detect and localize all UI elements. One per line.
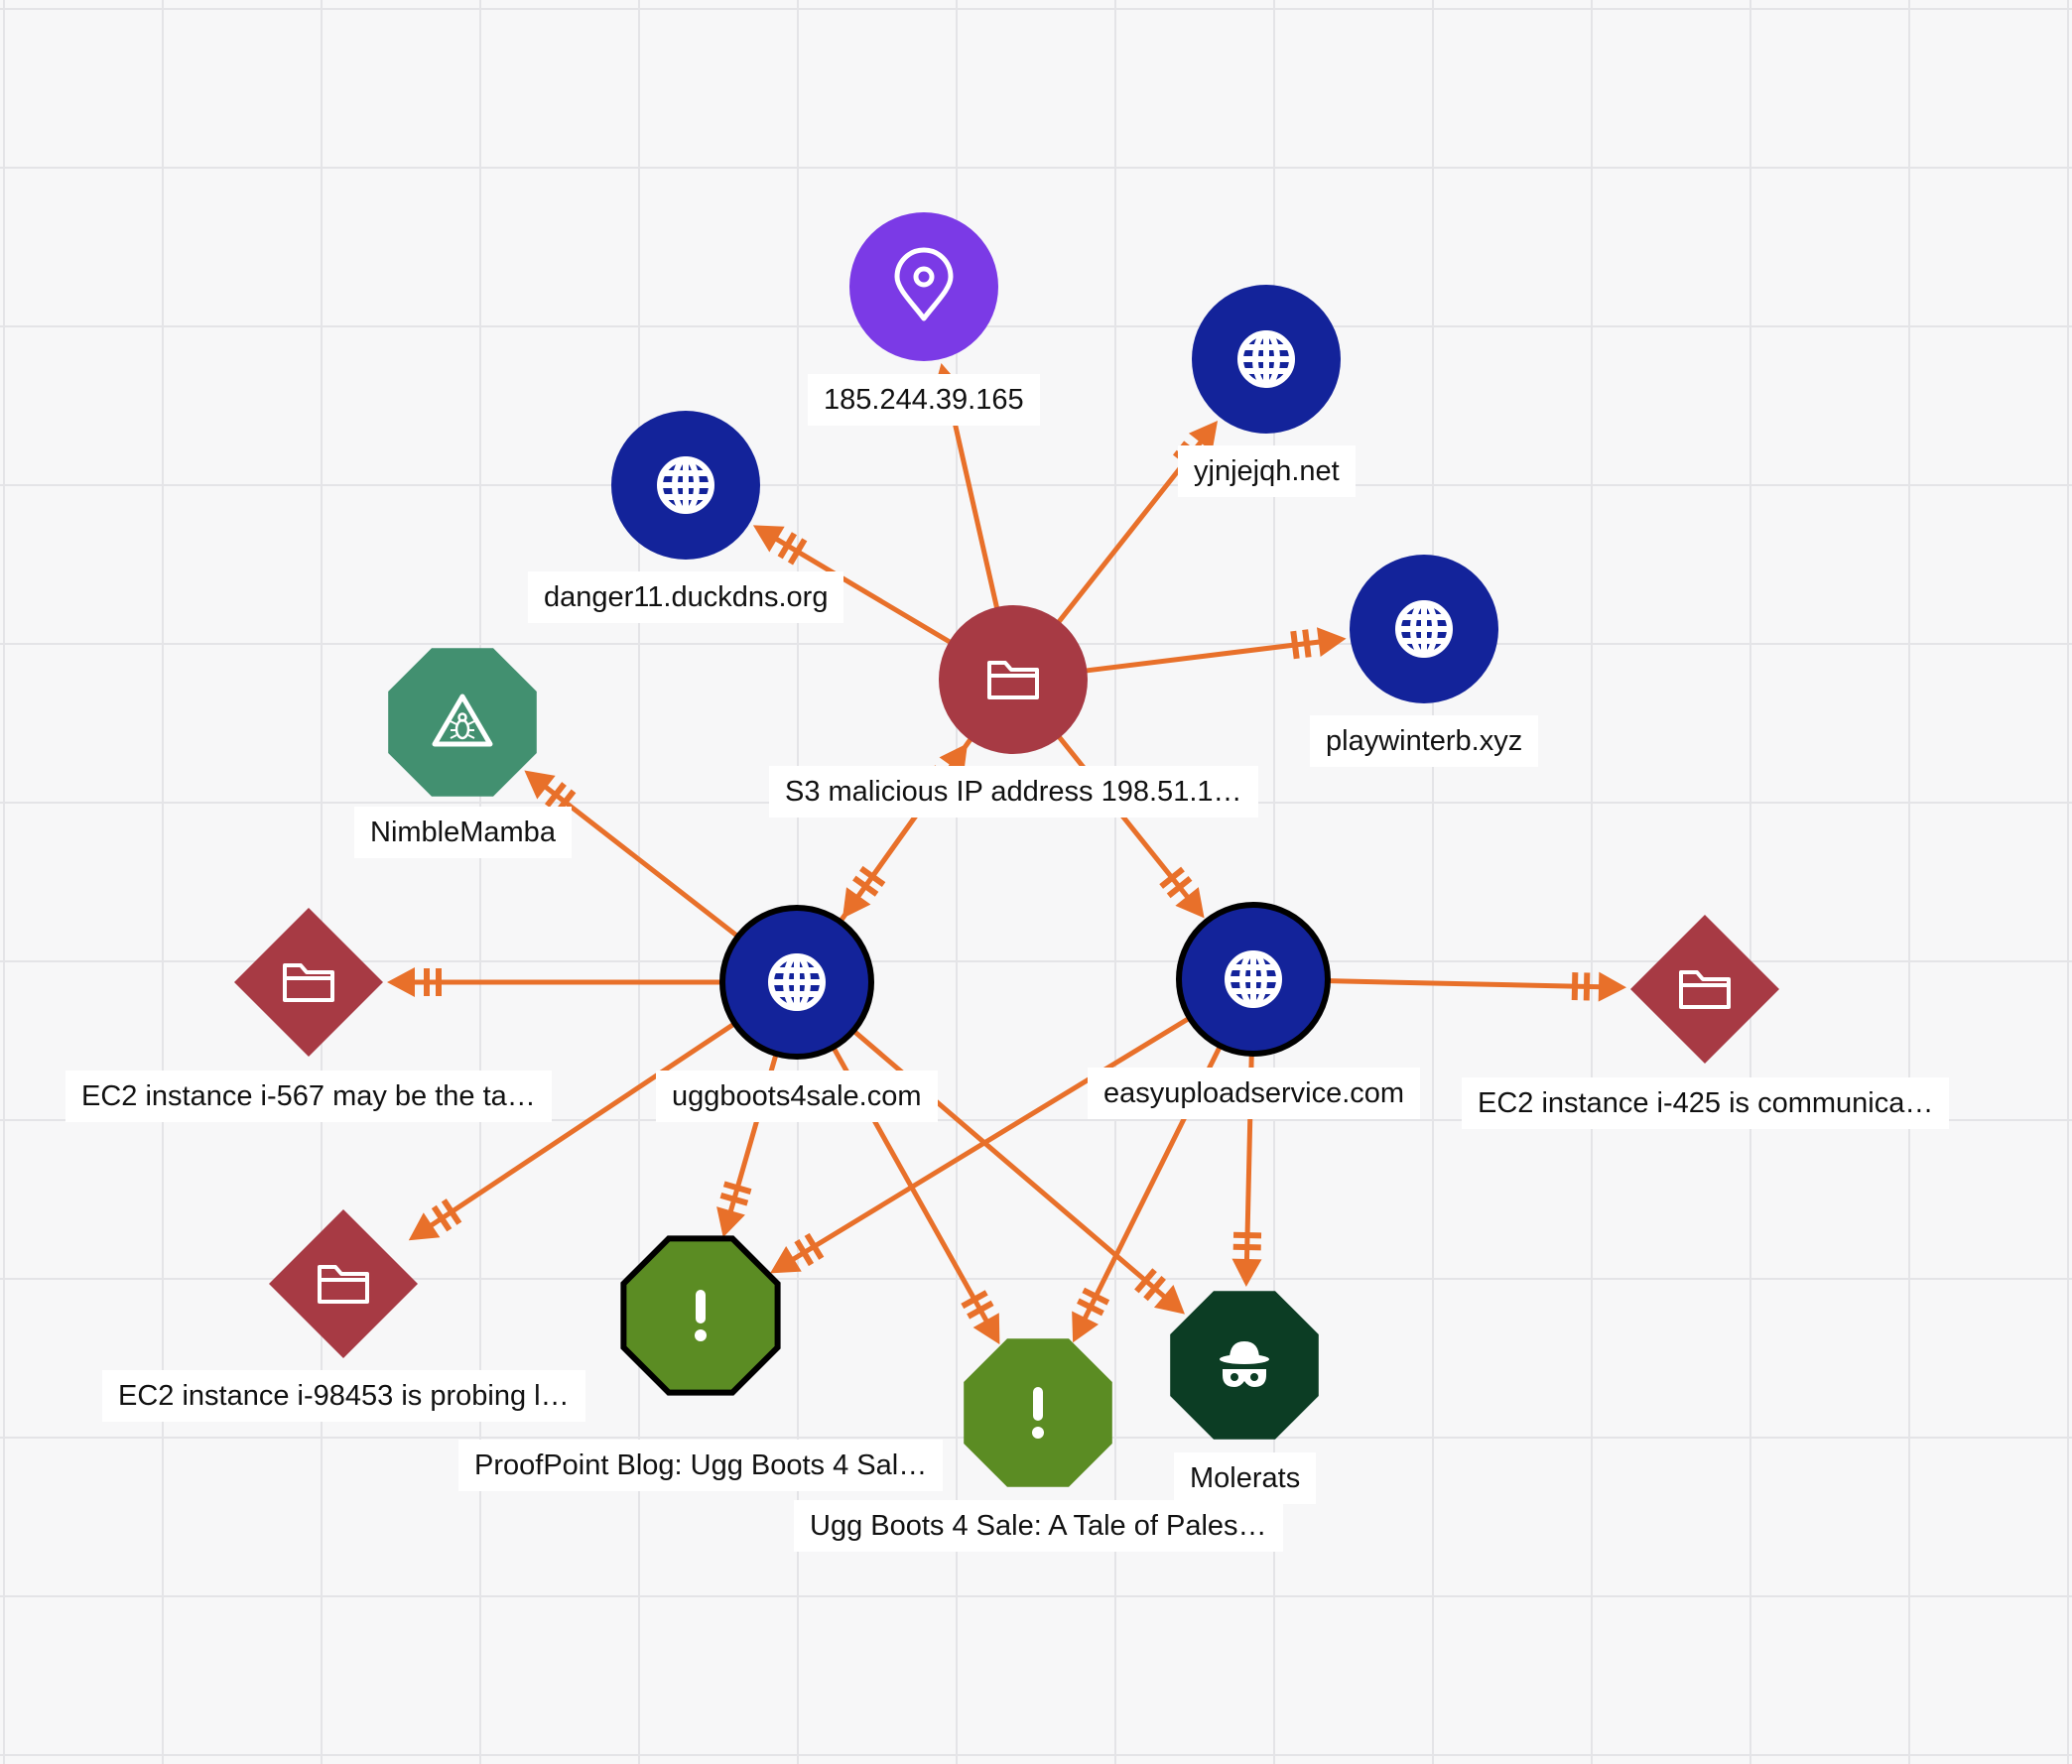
bug-warning-icon <box>432 693 493 747</box>
label-ub: Ugg Boots 4 Sale: A Tale of Pales… <box>794 1500 1283 1552</box>
node-pp[interactable] <box>620 1235 781 1396</box>
globe-icon <box>1395 600 1453 658</box>
node-mr[interactable] <box>1170 1291 1319 1440</box>
folder-icon <box>1679 970 1731 1009</box>
label-s3: S3 malicious IP address 198.51.1… <box>769 766 1258 818</box>
globe-icon <box>1225 950 1282 1008</box>
folder-icon <box>318 1265 369 1304</box>
globe-icon <box>768 953 826 1011</box>
edge-eu-to-pp[interactable] <box>770 1013 1195 1274</box>
label-ip: 185.244.39.165 <box>808 374 1040 426</box>
label-pw: playwinterb.xyz <box>1310 715 1539 767</box>
edge-s3-to-dd[interactable] <box>752 525 955 646</box>
node-e425[interactable] <box>1630 915 1779 1064</box>
map-pin-icon <box>894 247 954 321</box>
node-pw[interactable] <box>1350 555 1498 703</box>
edge-eu-to-e425[interactable] <box>1323 971 1627 1002</box>
spy-icon <box>1220 1341 1269 1387</box>
edge-ug-to-e984[interactable] <box>408 1019 740 1241</box>
label-e984: EC2 instance i-98453 is probing l… <box>102 1370 585 1422</box>
exclamation-icon <box>1032 1387 1044 1439</box>
edge-ug-to-e567[interactable] <box>387 967 726 997</box>
edge-s3-to-pw[interactable] <box>1083 627 1347 674</box>
node-e567[interactable] <box>234 908 383 1057</box>
node-nm[interactable] <box>388 648 537 797</box>
edge-s3-to-eu[interactable] <box>1055 732 1205 919</box>
node-s3[interactable] <box>939 605 1088 754</box>
globe-icon <box>1237 330 1295 388</box>
folder-icon <box>283 963 334 1002</box>
node-yj[interactable] <box>1192 285 1341 434</box>
exclamation-icon <box>695 1290 707 1341</box>
edge-s3-to-ug[interactable] <box>842 735 974 919</box>
label-dd: danger11.duckdns.org <box>528 571 844 623</box>
label-e567: EC2 instance i-567 may be the ta… <box>65 1071 552 1122</box>
folder-icon <box>987 661 1039 699</box>
node-dd[interactable] <box>611 411 760 560</box>
label-ug: uggboots4sale.com <box>656 1071 938 1122</box>
node-ip[interactable] <box>849 212 998 361</box>
node-eu[interactable] <box>1176 902 1331 1057</box>
label-yj: yjnjejqh.net <box>1178 445 1356 497</box>
label-pp: ProofPoint Blog: Ugg Boots 4 Sal… <box>458 1440 944 1491</box>
node-ub[interactable] <box>964 1338 1112 1487</box>
label-nm: NimbleMamba <box>354 807 572 858</box>
label-eu: easyuploadservice.com <box>1088 1068 1421 1119</box>
node-ug[interactable] <box>719 905 874 1060</box>
nodes-layer <box>234 212 1779 1487</box>
label-mr: Molerats <box>1174 1452 1317 1504</box>
node-e984[interactable] <box>269 1209 418 1358</box>
label-e425: EC2 instance i-425 is communica… <box>1462 1077 1950 1129</box>
globe-icon <box>657 456 714 514</box>
